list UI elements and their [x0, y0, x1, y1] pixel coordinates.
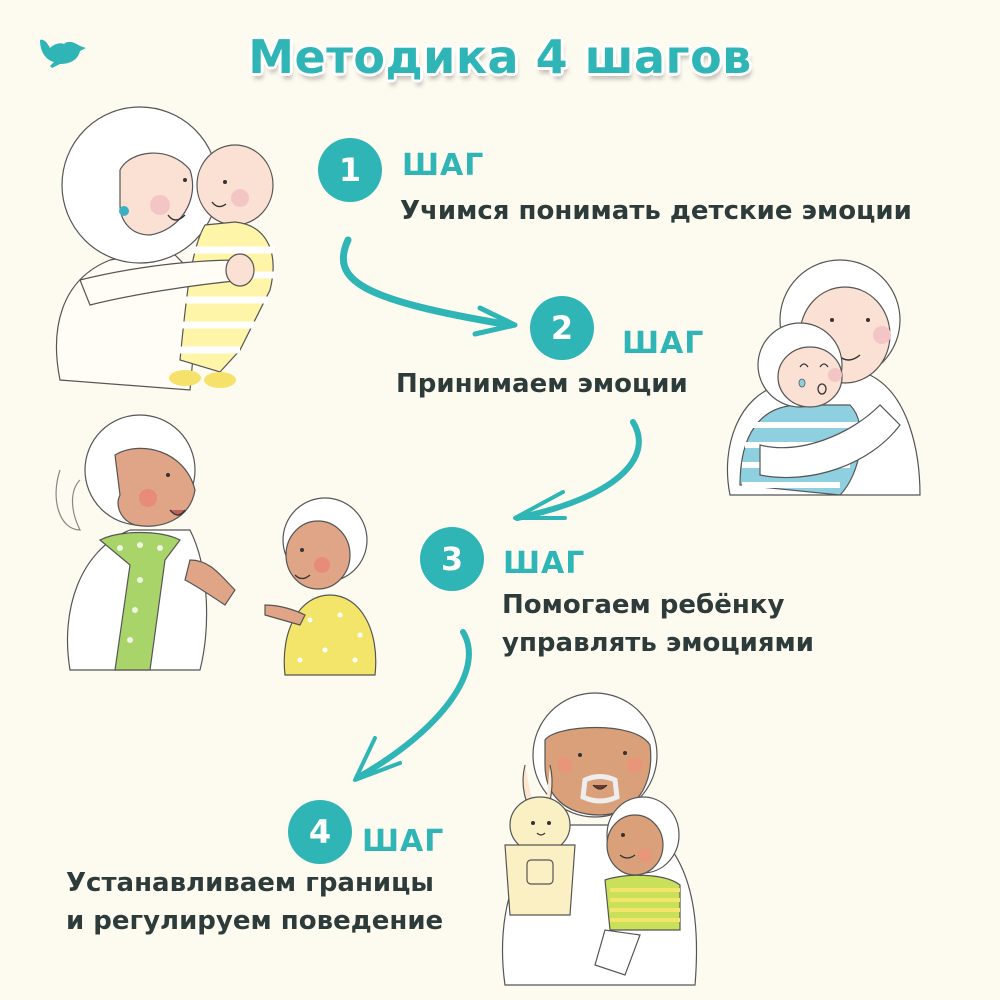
grandmother-holding-baby-illustration [40, 106, 310, 391]
step-3-label: ШАГ [503, 546, 586, 581]
step-4-description-line-2: и регулируем поведение [66, 906, 444, 936]
step-4-description-line-1: Устанавливаем границы [66, 868, 434, 898]
step-2-badge: 2 [530, 296, 594, 360]
page-title: Методика 4 шагов [248, 30, 752, 84]
step-3-description-line-2: управлять эмоциями [502, 628, 814, 658]
step-4-badge: 4 [288, 800, 352, 864]
step-1-description: Учимся понимать детские эмоции [400, 196, 912, 226]
grandfather-hugging-crying-child-illustration [720, 255, 930, 500]
arrow-2-to-3-icon [505, 418, 655, 532]
step-1-label: ШАГ [402, 148, 485, 183]
step-2-label: ШАГ [622, 326, 705, 361]
step-1-badge: 1 [318, 138, 382, 202]
step-2-description: Принимаем эмоции [396, 369, 688, 399]
bird-icon [36, 34, 88, 78]
step-4-label: ШАГ [362, 824, 445, 859]
step-3-description-line-1: Помогаем ребёнку [502, 590, 785, 620]
grandfather-with-bunny-puppet-illustration [495, 685, 705, 986]
step-3-badge: 3 [420, 527, 484, 591]
arrow-3-to-4-icon [345, 628, 485, 792]
grandmother-clapping-with-girl-illustration [40, 410, 390, 676]
arrow-1-to-2-icon [330, 230, 530, 344]
